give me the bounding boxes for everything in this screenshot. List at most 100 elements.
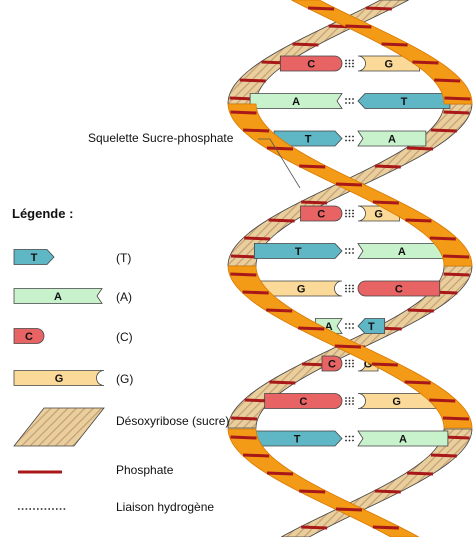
backbone-callout-label: Squelette Sucre-phosphate xyxy=(88,131,234,145)
deoxyribose-icon xyxy=(13,407,105,447)
phosphate-back-1-0 xyxy=(443,110,470,115)
base-pair-3-right-A: A xyxy=(357,130,427,147)
legend-label-hydrogen-bond: Liaison hydrogène xyxy=(116,500,215,514)
phosphate-front-3-5 xyxy=(372,525,399,530)
legend-label-phosphate: Phosphate xyxy=(116,463,174,477)
base-pair-1-left-C: C xyxy=(279,55,343,72)
phosphate-front-2-0 xyxy=(230,272,257,277)
base-pair-3-left-T-letter: T xyxy=(305,134,312,146)
phosphate-back-1-6 xyxy=(268,218,295,223)
phosphate-back-0-2 xyxy=(292,42,319,47)
phosphate-front-1-7 xyxy=(429,236,456,241)
phosphate-front-1-1 xyxy=(243,128,270,133)
base-pair-8-right-T-letter: T xyxy=(368,321,375,333)
hydrogen-bond-10 xyxy=(345,397,354,405)
phosphate-front-1-6 xyxy=(405,218,432,223)
legend-label-thymine: (T) xyxy=(116,251,132,265)
phosphate-back-2-0 xyxy=(443,272,470,277)
phosphate-front-1-0 xyxy=(230,110,257,115)
phosphate-back-1-2 xyxy=(406,146,434,151)
base-pair-5-left-C: C xyxy=(300,205,343,222)
base-pair-6-right-A: A xyxy=(357,243,447,259)
base-pair-2-left-A-letter: A xyxy=(292,96,300,108)
hydrogen-bond-8 xyxy=(345,323,354,329)
phosphate-front-2-3 xyxy=(298,326,325,331)
phosphate-back-1-3 xyxy=(374,164,401,169)
base-pair-6-left-T-letter: T xyxy=(295,246,302,258)
phosphate-front-1-3 xyxy=(299,164,326,169)
legend-title: Légende : xyxy=(12,206,74,221)
thymine-icon: T xyxy=(13,249,55,265)
base-pair-1-left-C-letter: C xyxy=(307,59,315,71)
backbone-back-segment-0 xyxy=(227,0,409,105)
base-pair-8-left-A-letter: A xyxy=(325,321,333,333)
phosphate-back-3-2 xyxy=(406,471,434,476)
cytosine-icon: C xyxy=(13,328,45,344)
phosphate-back-2-2 xyxy=(407,308,434,313)
phosphate-front-2-8 xyxy=(442,416,469,421)
phosphate-back-3-5 xyxy=(301,525,328,530)
phosphate-front-1-5 xyxy=(372,200,399,205)
phosphate-back-3-3 xyxy=(374,489,401,494)
phosphate-front-2-2 xyxy=(266,308,293,313)
base-pair-7-left-G: G xyxy=(259,280,343,297)
phosphate-front-2-5 xyxy=(371,362,398,367)
phosphate-back-1-7 xyxy=(244,236,271,241)
hydrogen-bond-11 xyxy=(345,435,354,442)
cytosine-icon-letter: C xyxy=(25,331,33,343)
hydrogen-bond-5 xyxy=(345,209,354,218)
phosphate-back-1-8 xyxy=(230,254,257,259)
base-pair-3-right-A-letter: A xyxy=(388,134,396,146)
base-pair-10-right-G: G xyxy=(357,393,436,409)
base-pair-10-left-C-letter: C xyxy=(299,396,307,408)
callout-leader-line xyxy=(258,138,301,189)
hydrogen-bond-1 xyxy=(345,59,354,68)
backbone-back-segment-3 xyxy=(281,428,473,537)
phosphate-front-3-1 xyxy=(243,453,270,458)
phosphate-front-0-0 xyxy=(308,6,335,11)
phosphate-front-2-6 xyxy=(404,380,431,385)
adenine-icon-letter: A xyxy=(54,291,62,303)
phosphate-back-1-1 xyxy=(430,128,457,133)
base-pair-11-right-A: A xyxy=(357,430,449,447)
hydrogen-bond-7 xyxy=(345,284,354,293)
legend-label-deoxyribose: Désoxyribose (sucre) xyxy=(116,414,230,428)
base-pair-6-left-T: T xyxy=(253,243,343,259)
phosphate-front-0-1 xyxy=(345,24,372,29)
phosphate-front-0-5 xyxy=(444,96,471,101)
phosphate-back-2-8 xyxy=(231,416,258,421)
phosphate-back-3-1 xyxy=(430,453,457,458)
base-pair-5-left-C-letter: C xyxy=(317,209,325,221)
phosphate-back-0-4 xyxy=(239,78,266,83)
phosphate-front-1-2 xyxy=(266,146,294,151)
base-pair-9-right-G-letter: G xyxy=(364,359,373,371)
base-pair-7-left-G-letter: G xyxy=(297,284,306,296)
base-pair-5-right-G-letter: G xyxy=(374,209,383,221)
base-pair-8-right-T: T xyxy=(357,318,386,334)
hydrogen-bond-3 xyxy=(345,135,354,142)
phosphate-front-2-4 xyxy=(334,344,361,349)
legend-label-guanine: (G) xyxy=(116,372,134,386)
base-pair-2-right-T: T xyxy=(357,93,451,109)
base-pair-9-left-C-letter: C xyxy=(328,359,336,371)
phosphate-back-2-6 xyxy=(269,380,296,385)
phosphate-front-3-4 xyxy=(335,507,363,512)
hydrogen-bond-6 xyxy=(345,248,354,254)
phosphate-back-0-0 xyxy=(365,6,392,11)
phosphate-front-2-1 xyxy=(242,290,269,295)
base-pair-2-right-T-letter: T xyxy=(401,96,408,108)
phosphate-front-1-4 xyxy=(335,182,363,187)
base-pair-10-right-G-letter: G xyxy=(392,396,401,408)
hydrogen-bond-9 xyxy=(345,359,354,368)
phosphate-front-1-8 xyxy=(443,254,470,259)
phosphate-back-1-5 xyxy=(301,200,328,205)
hydrogen-bond-2 xyxy=(345,98,354,104)
legend-label-adenine: (A) xyxy=(116,290,132,304)
